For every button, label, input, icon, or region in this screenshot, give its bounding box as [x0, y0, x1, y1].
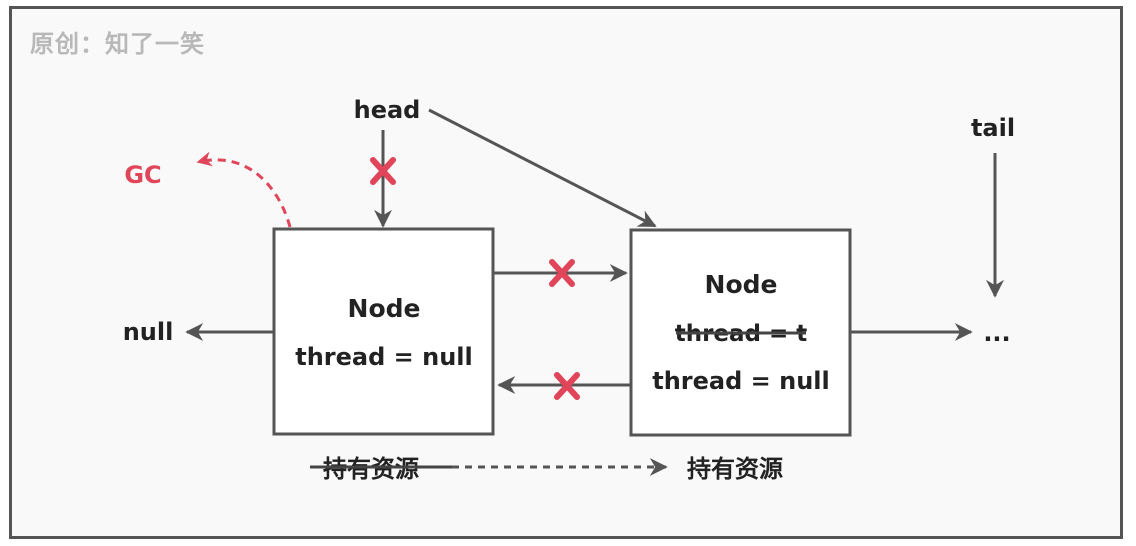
- node-right-title: Node: [705, 270, 778, 299]
- watermark: 原创：知了一笑: [30, 30, 205, 58]
- node-left-box: [272, 227, 495, 436]
- resource-new-label: 持有资源: [687, 455, 783, 483]
- ellipsis-label: ...: [983, 319, 1010, 347]
- tail-label: tail: [971, 114, 1015, 142]
- gc-label: GC: [124, 161, 161, 189]
- node-left-title: Node: [348, 294, 421, 323]
- node-left-thread: thread = null: [295, 343, 473, 371]
- cross-icon: [549, 259, 575, 287]
- node-right-thread-new: thread = null: [652, 367, 830, 395]
- cross-icon: [370, 157, 396, 185]
- head-to-right-node-arrow: [428, 108, 657, 228]
- resource-old-label: 持有资源: [323, 455, 419, 483]
- null-label: null: [123, 318, 174, 346]
- gc-dashed-arrow: [196, 151, 292, 228]
- cross-icon: [554, 372, 580, 400]
- head-label: head: [354, 96, 421, 124]
